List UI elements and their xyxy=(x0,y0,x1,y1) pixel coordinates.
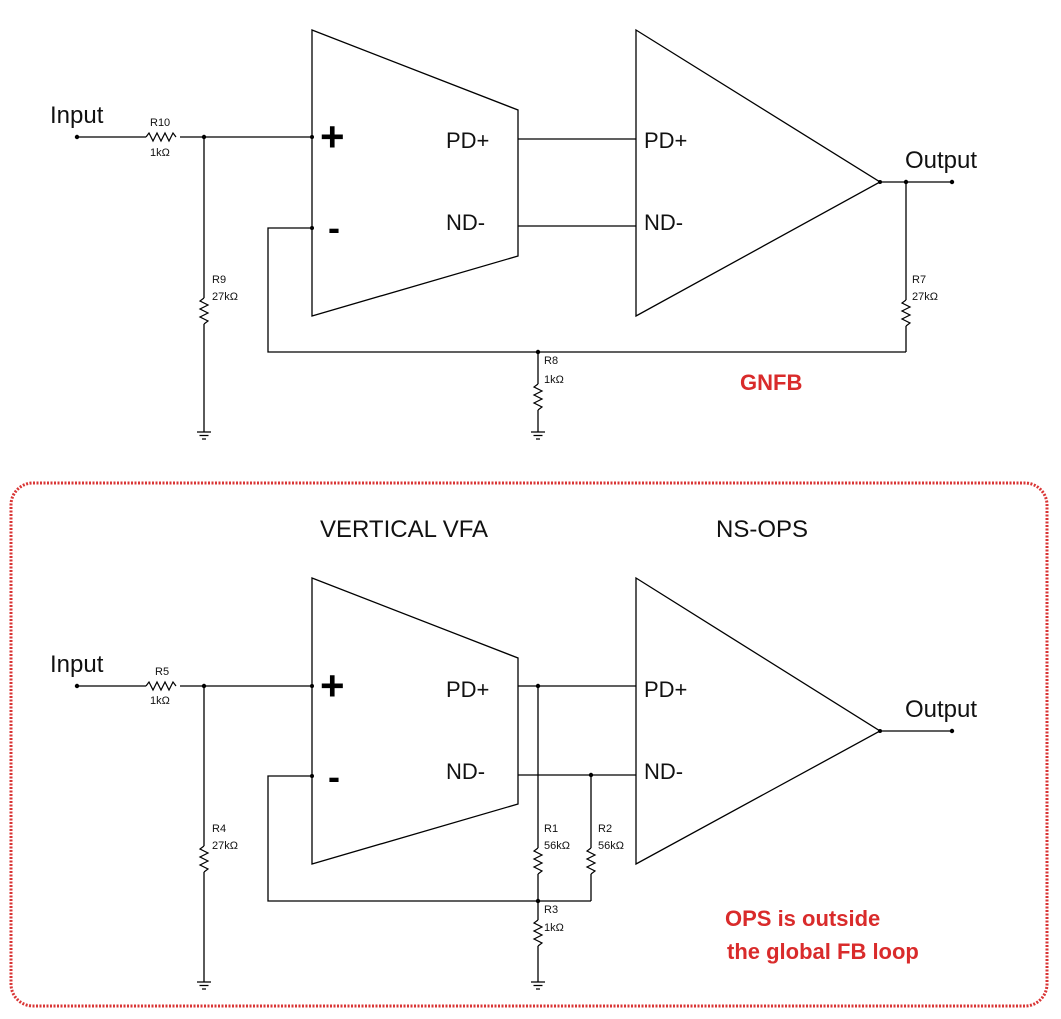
top-ops-nd-label: ND- xyxy=(644,210,683,235)
bottom-r4-name: R4 xyxy=(212,823,226,835)
bottom-ops-output-pin xyxy=(878,729,882,733)
bottom-output-label: Output xyxy=(905,696,977,723)
top-r9-value: 27kΩ xyxy=(212,291,238,303)
bottom-r4-resistor xyxy=(198,845,210,873)
bottom-r5-value: 1kΩ xyxy=(150,695,170,707)
bottom-r2-resistor xyxy=(585,847,597,875)
bottom-output-terminal xyxy=(949,728,955,734)
bottom-vfa-nd-label: ND- xyxy=(446,759,485,784)
top-plus-sign: + xyxy=(320,113,345,160)
bottom-vfa-title: VERTICAL VFA xyxy=(320,516,488,543)
top-r7-name: R7 xyxy=(912,274,926,286)
top-ops-amplifier xyxy=(635,28,882,318)
bottom-circuit: VERTICAL VFA NS-OPS xyxy=(50,516,977,990)
bottom-note-line2: the global FB loop xyxy=(727,939,919,964)
bottom-plus-pin xyxy=(310,684,314,688)
top-vfa-amplifier xyxy=(311,29,519,317)
bottom-r3-resistor xyxy=(532,919,544,947)
top-r10-name: R10 xyxy=(150,117,170,129)
bottom-r1-name: R1 xyxy=(544,823,558,835)
bottom-ops-pd-label: PD+ xyxy=(644,677,687,702)
top-output-terminal xyxy=(949,179,955,185)
top-ground-left xyxy=(197,431,211,440)
bottom-r4-value: 27kΩ xyxy=(212,840,238,852)
top-r9-name: R9 xyxy=(212,274,226,286)
bottom-r3-name: R3 xyxy=(544,904,558,916)
top-r10-resistor xyxy=(145,131,177,143)
top-plus-pin xyxy=(310,135,314,139)
top-r8-name: R8 xyxy=(544,355,558,367)
bottom-vfa-amplifier xyxy=(311,577,519,865)
bottom-ops-title: NS-OPS xyxy=(716,516,808,543)
bottom-r2-value: 56kΩ xyxy=(598,840,624,852)
top-output-label: Output xyxy=(905,147,977,174)
top-circuit: Input Output + - PD+ ND- PD+ ND- R10 1kΩ… xyxy=(50,28,977,440)
top-vfa-nd-label: ND- xyxy=(446,210,485,235)
top-minus-sign: - xyxy=(328,207,340,248)
bottom-r5-name: R5 xyxy=(155,666,169,678)
highlight-frame xyxy=(9,481,1049,1008)
bottom-input-terminal xyxy=(74,683,80,689)
top-r8-resistor xyxy=(532,383,544,411)
bottom-r2-name: R2 xyxy=(598,823,612,835)
bottom-minus-sign: - xyxy=(328,756,340,797)
bottom-r1-resistor xyxy=(532,847,544,875)
top-r7-value: 27kΩ xyxy=(912,291,938,303)
top-r7-resistor xyxy=(900,299,912,327)
bottom-r5-resistor xyxy=(145,680,177,692)
top-vfa-pd-label: PD+ xyxy=(446,128,489,153)
top-ground-right xyxy=(531,431,545,440)
bottom-ops-nd-label: ND- xyxy=(644,759,683,784)
top-ops-output-pin xyxy=(878,180,882,184)
top-input-terminal xyxy=(74,134,80,140)
bottom-plus-sign: + xyxy=(320,662,345,709)
top-r10-value: 1kΩ xyxy=(150,147,170,159)
bottom-input-label: Input xyxy=(50,651,104,678)
bottom-minus-pin xyxy=(310,774,314,778)
bottom-vfa-pd-label: PD+ xyxy=(446,677,489,702)
top-r8-value: 1kΩ xyxy=(544,374,564,386)
top-r9-resistor xyxy=(198,297,210,325)
bottom-ground-right xyxy=(531,981,545,990)
bottom-r3-value: 1kΩ xyxy=(544,922,564,934)
bottom-ops-amplifier xyxy=(635,576,882,866)
top-gnfb-note: GNFB xyxy=(740,370,802,395)
top-feedback-wire xyxy=(267,227,906,353)
bottom-note-line1: OPS is outside xyxy=(725,906,880,931)
top-ops-pd-label: PD+ xyxy=(644,128,687,153)
bottom-ground-left xyxy=(197,981,211,990)
top-minus-pin xyxy=(310,226,314,230)
bottom-feedback-wire xyxy=(267,775,591,902)
bottom-r1-value: 56kΩ xyxy=(544,840,570,852)
top-input-label: Input xyxy=(50,102,104,129)
